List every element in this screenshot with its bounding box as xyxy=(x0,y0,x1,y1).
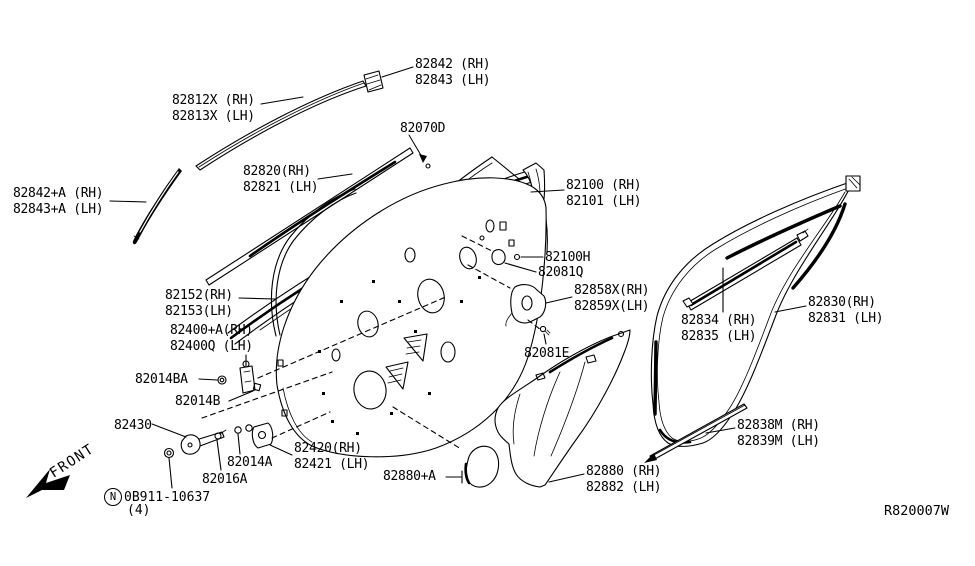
part-label-82430: 82430 xyxy=(114,418,152,434)
part-label-line: 82081E xyxy=(524,346,570,361)
part-label-line: 82420(RH) xyxy=(294,441,362,456)
door-check xyxy=(163,429,227,459)
part-label-82820: 82820(RH)82821 (LH) xyxy=(243,164,319,195)
part-label-82100: 82100 (RH)82101 (LH) xyxy=(566,178,642,209)
part-label-82152: 82152(RH)82153(LH) xyxy=(165,288,233,319)
part-label-82834: 82834 (RH)82835 (LH) xyxy=(681,313,757,344)
part-label-82014B: 82014B xyxy=(175,394,220,410)
fastener-part-number: 0B911-10637 xyxy=(124,489,211,505)
part-label-82016A: 82016A xyxy=(202,472,247,488)
part-label-82858X: 82858X(RH)82859X(LH) xyxy=(574,283,650,314)
part-label-line: 82070D xyxy=(400,121,446,136)
part-label-line: 82821 (LH) xyxy=(243,179,319,195)
part-label-82014A: 82014A xyxy=(227,455,272,471)
part-label-line: 82842 (RH) xyxy=(415,57,491,72)
part-label-line: 82101 (LH) xyxy=(566,193,642,209)
part-label-line: 82016A xyxy=(202,472,248,487)
front-corner-molding xyxy=(132,168,182,245)
leader-lines xyxy=(109,66,807,489)
part-label-line: 82858X(RH) xyxy=(574,283,650,298)
part-label-82880A: 82880+A xyxy=(383,469,436,485)
rear-door-weatherstrip xyxy=(650,175,861,447)
part-label-82081Q: 82081Q xyxy=(538,265,583,281)
part-label-82842A: 82842+A (RH)82843+A (LH) xyxy=(13,186,104,217)
clip-82070d xyxy=(408,134,431,169)
part-label-line: 82838M (RH) xyxy=(737,418,820,433)
part-label-line: 82400Q (LH) xyxy=(170,338,253,354)
circled-n-icon: N xyxy=(104,488,122,506)
part-label-line: 82842+A (RH) xyxy=(13,186,104,201)
part-label-line: 82835 (LH) xyxy=(681,328,757,344)
part-label-line: 82081Q xyxy=(538,265,584,280)
fastener-note: N 0B911-10637 xyxy=(104,488,210,506)
sealing-patch xyxy=(464,445,500,488)
part-label-line: 82831 (LH) xyxy=(808,310,884,326)
part-label-line: 82880+A xyxy=(383,469,436,484)
belt-molding xyxy=(682,228,809,311)
front-arrow-icon xyxy=(26,469,70,498)
clip-82100h xyxy=(491,249,521,266)
part-label-82812X: 82812X (RH)82813X (LH) xyxy=(172,93,255,124)
part-label-line: 82421 (LH) xyxy=(294,456,370,472)
sill-strip xyxy=(644,403,748,463)
part-label-82880: 82880 (RH)82882 (LH) xyxy=(586,464,662,495)
part-label-line: 82430 xyxy=(114,418,152,433)
part-label-line: 82882 (LH) xyxy=(586,479,662,495)
door-inner-panel xyxy=(275,177,547,458)
part-label-82100H: 82100H xyxy=(545,250,590,266)
part-label-82838M: 82838M (RH)82839M (LH) xyxy=(737,418,820,449)
part-label-line: 82400+A(RH) xyxy=(170,323,253,338)
part-label-line: 82014A xyxy=(227,455,273,470)
corner-bracket xyxy=(363,70,384,93)
part-label-82014BA: 82014BA xyxy=(135,372,188,388)
diagram-ref-code: R820007W xyxy=(884,503,950,519)
screw-82081e xyxy=(539,325,551,336)
bracket-82858x xyxy=(505,284,547,327)
lower-hinge xyxy=(234,422,274,449)
fastener-quantity: (4) xyxy=(127,503,151,518)
part-label-82842: 82842 (RH)82843 (LH) xyxy=(415,57,491,88)
part-label-82420: 82420(RH)82421 (LH) xyxy=(294,441,370,472)
part-label-line: 82100H xyxy=(545,250,591,265)
part-label-line: 82839M (LH) xyxy=(737,433,820,449)
part-label-line: 82152(RH) xyxy=(165,288,233,303)
part-label-82400: 82400+A(RH)82400Q (LH) xyxy=(170,323,253,354)
part-label-line: 82014B xyxy=(175,394,221,409)
part-label-line: 82834 (RH) xyxy=(681,313,757,328)
part-label-line: 82843 (LH) xyxy=(415,72,491,88)
part-label-line: 82843+A (LH) xyxy=(13,201,104,217)
run-channel xyxy=(270,188,357,337)
part-label-line: 82014BA xyxy=(135,372,188,387)
part-label-82070D: 82070D xyxy=(400,121,445,137)
part-label-line: 82820(RH) xyxy=(243,164,311,179)
part-label-line: 82812X (RH) xyxy=(172,93,255,108)
part-label-line: 82153(LH) xyxy=(165,303,233,319)
part-label-line: 82100 (RH) xyxy=(566,178,642,193)
part-label-line: 82830(RH) xyxy=(808,295,876,310)
upper-hinge xyxy=(217,360,262,394)
dashed-lines xyxy=(201,235,542,450)
sealing-screen xyxy=(494,329,631,488)
part-label-line: 82813X (LH) xyxy=(172,108,255,124)
part-label-82830: 82830(RH)82831 (LH) xyxy=(808,295,884,326)
part-label-line: 82880 (RH) xyxy=(586,464,662,479)
part-label-line: 82859X(LH) xyxy=(574,298,650,314)
part-label-82081E: 82081E xyxy=(524,346,569,362)
